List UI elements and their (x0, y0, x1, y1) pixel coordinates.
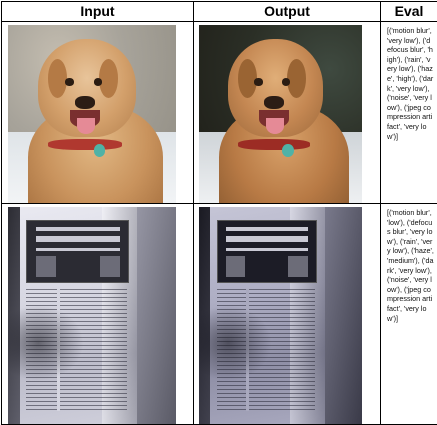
eval-text: [('motion blur', 'very low'), ('defocus … (381, 22, 437, 141)
eval-text: [('motion blur', 'low'), ('defocus blur'… (381, 204, 437, 323)
output-cell (194, 22, 381, 204)
input-column-header: Input (2, 2, 194, 22)
header-row: Input Output Eval (2, 2, 437, 22)
input-cell (2, 204, 194, 425)
table-row: [('motion blur', 'very low'), ('defocus … (2, 22, 437, 204)
table-row: [('motion blur', 'low'), ('defocus blur'… (2, 204, 437, 425)
input-cell (2, 22, 194, 204)
flyer-output-image (199, 207, 362, 424)
eval-cell: [('motion blur', 'low'), ('defocus blur'… (381, 204, 437, 425)
flyer-input-image (8, 207, 176, 424)
eval-column-header: Eval (381, 2, 437, 22)
dog-output-image (199, 25, 362, 203)
eval-cell: [('motion blur', 'very low'), ('defocus … (381, 22, 437, 204)
dog-input-image (8, 25, 176, 203)
output-column-header: Output (194, 2, 381, 22)
output-cell (194, 204, 381, 425)
